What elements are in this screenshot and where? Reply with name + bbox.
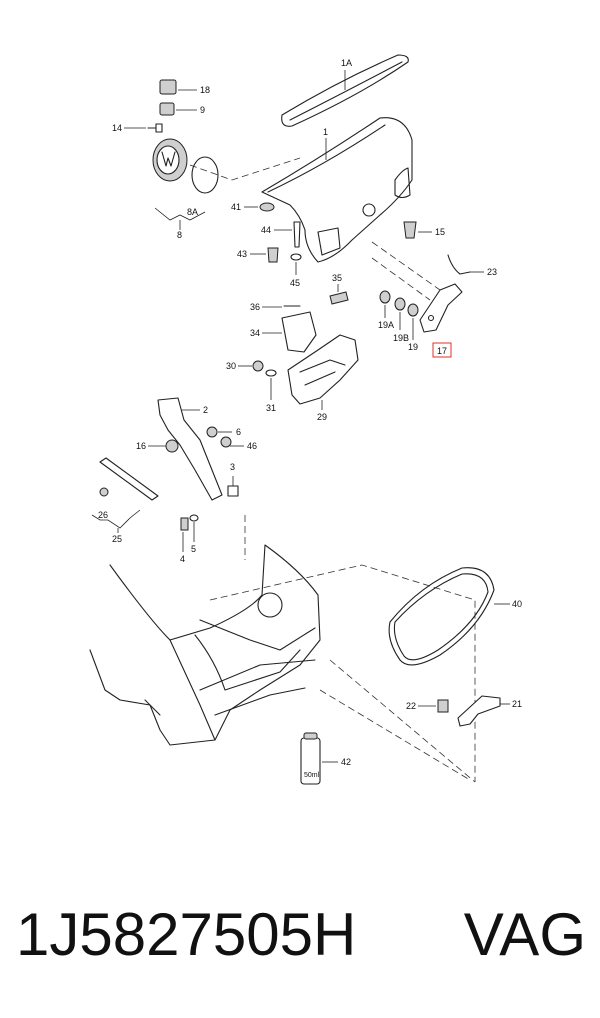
- callout-34: 34: [250, 328, 260, 338]
- exploded-parts-diagram: 50ml: [89, 54, 522, 785]
- brand-name: VAG: [463, 901, 586, 968]
- callout-3: 3: [230, 462, 235, 472]
- callout-25: 25: [112, 534, 122, 544]
- callout-4: 4: [180, 554, 185, 564]
- callout-22: 22: [406, 701, 416, 711]
- callout-40: 40: [512, 599, 522, 609]
- boot-lid-1: [261, 117, 413, 263]
- striker-assembly: [437, 695, 501, 727]
- hinge-arm-assembly: [99, 397, 239, 531]
- callout-2: 2: [203, 405, 208, 415]
- callout-31: 31: [266, 403, 276, 413]
- callout-30: 30: [226, 361, 236, 371]
- spray-can-42: 50ml: [300, 732, 321, 785]
- callout-19b: 19B: [393, 333, 409, 343]
- leader-lines: [91, 70, 510, 763]
- highlight-box-17: [432, 342, 452, 358]
- callout-29: 29: [317, 412, 327, 422]
- hinge-assembly-17: [379, 283, 463, 358]
- assembly-dashed-lines: [189, 157, 476, 783]
- callout-21: 21: [512, 699, 522, 709]
- callout-14: 14: [112, 123, 122, 133]
- can-volume-label: 50ml: [304, 772, 320, 779]
- footer: 1J5827505H VAG: [0, 895, 600, 975]
- callout-1: 1: [323, 127, 328, 137]
- seal-40: [388, 567, 495, 666]
- callout-16: 16: [136, 441, 146, 451]
- callout-44: 44: [261, 225, 271, 235]
- callout-36: 36: [250, 302, 260, 312]
- part-number: 1J5827505H: [16, 901, 357, 968]
- spoiler-1a: [281, 54, 409, 127]
- callout-17: 17: [437, 346, 447, 356]
- callout-23: 23: [487, 267, 497, 277]
- callout-labels: 1A 1 18 9 14 8A 8 41 44 43 45 15 23 35 3…: [98, 58, 522, 767]
- callout-42: 42: [341, 757, 351, 767]
- lock-assembly: [252, 291, 359, 405]
- callout-43: 43: [237, 249, 247, 259]
- callout-41: 41: [231, 202, 241, 212]
- callout-15: 15: [435, 227, 445, 237]
- callout-18: 18: [200, 85, 210, 95]
- car-body-rear: [89, 544, 321, 746]
- emblem-assembly: [147, 79, 219, 194]
- callout-19: 19: [408, 342, 418, 352]
- callout-5: 5: [191, 544, 196, 554]
- callout-26: 26: [98, 510, 108, 520]
- callout-1a: 1A: [341, 58, 352, 68]
- callout-19a: 19A: [378, 320, 394, 330]
- lid-fasteners: [259, 202, 471, 275]
- callout-6: 6: [236, 427, 241, 437]
- callout-9: 9: [200, 105, 205, 115]
- callout-46: 46: [247, 441, 257, 451]
- callout-8a: 8A: [187, 207, 198, 217]
- callout-8: 8: [177, 230, 182, 240]
- callout-35: 35: [332, 273, 342, 283]
- callout-45: 45: [290, 278, 300, 288]
